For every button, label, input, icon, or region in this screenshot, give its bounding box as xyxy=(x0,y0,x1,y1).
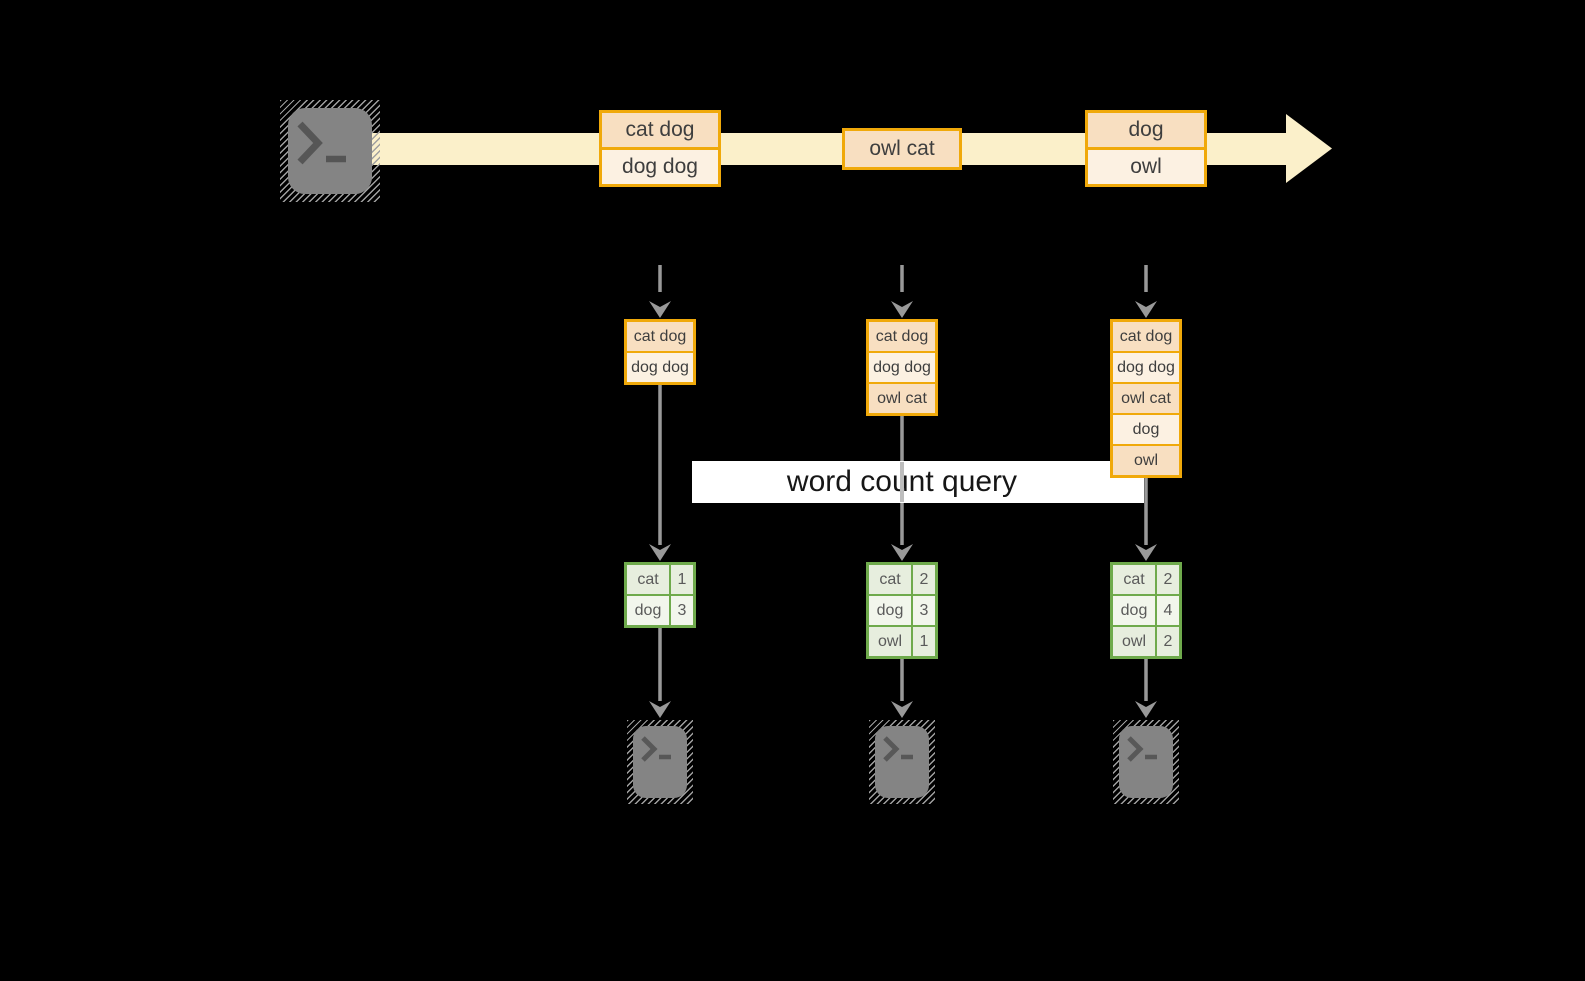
terminal-body xyxy=(633,726,687,798)
stream-record-1: cat dog dog dog xyxy=(599,110,721,187)
count-row: cat 2 xyxy=(1113,565,1179,594)
word-cell: owl xyxy=(1113,627,1157,656)
word-cell: cat xyxy=(1113,565,1157,594)
count-cell: 4 xyxy=(1157,596,1179,625)
dashed-arrowhead-2-icon xyxy=(891,301,913,318)
terminal-prompt-icon xyxy=(297,121,346,165)
record-cell: dog xyxy=(1088,113,1204,147)
count-cell: 2 xyxy=(1157,565,1179,594)
word-cell: dog xyxy=(869,596,913,625)
buffer-cell: owl cat xyxy=(1113,382,1179,413)
query-arrowhead-2-icon xyxy=(891,544,913,561)
count-table-1: cat 1 dog 3 xyxy=(624,562,696,628)
record-cell: cat dog xyxy=(602,113,718,147)
buffer-box-3: cat dog dog dog owl cat dog owl xyxy=(1110,319,1182,478)
buffer-box-2: cat dog dog dog owl cat xyxy=(866,319,938,416)
count-cell: 3 xyxy=(913,596,935,625)
terminal-prompt-icon xyxy=(1127,736,1157,762)
source-terminal-icon xyxy=(280,100,380,202)
buffer-cell: dog dog xyxy=(869,351,935,382)
terminal-prompt-icon xyxy=(641,736,671,762)
stream-record-3: dog owl xyxy=(1085,110,1207,187)
buffer-cell: dog dog xyxy=(627,351,693,382)
word-cell: dog xyxy=(1113,596,1157,625)
buffer-cell: cat dog xyxy=(627,322,693,351)
sink-terminal-3-icon xyxy=(1113,720,1179,804)
word-cell: cat xyxy=(627,565,671,594)
count-row: owl 1 xyxy=(869,625,935,656)
buffer-cell: dog xyxy=(1113,413,1179,444)
buffer-cell: cat dog xyxy=(1113,322,1179,351)
count-row: cat 1 xyxy=(627,565,693,594)
word-cell: owl xyxy=(869,627,913,656)
terminal-body xyxy=(1119,726,1173,798)
terminal-body xyxy=(875,726,929,798)
dashed-arrowhead-1-icon xyxy=(649,301,671,318)
buffer-box-1: cat dog dog dog xyxy=(624,319,696,385)
word-cell: cat xyxy=(869,565,913,594)
buffer-cell: dog dog xyxy=(1113,351,1179,382)
sink-arrowhead-3-icon xyxy=(1135,701,1157,718)
query-arrow-through-label xyxy=(900,462,904,502)
stream-record-2: owl cat xyxy=(842,128,962,170)
stream-arrowhead-icon xyxy=(1286,114,1332,183)
query-arrowhead-3-icon xyxy=(1135,544,1157,561)
sink-arrowhead-1-icon xyxy=(649,701,671,718)
word-count-query-label: word count query xyxy=(692,461,1144,503)
count-row: dog 3 xyxy=(627,594,693,625)
count-table-3: cat 2 dog 4 owl 2 xyxy=(1110,562,1182,659)
buffer-cell: cat dog xyxy=(869,322,935,351)
sink-terminal-2-icon xyxy=(869,720,935,804)
count-cell: 1 xyxy=(913,627,935,656)
record-cell: dog dog xyxy=(602,147,718,184)
buffer-cell: owl xyxy=(1113,444,1179,475)
query-arrowhead-1-icon xyxy=(649,544,671,561)
sink-arrowhead-2-icon xyxy=(891,701,913,718)
terminal-prompt-icon xyxy=(883,736,913,762)
count-row: dog 3 xyxy=(869,594,935,625)
count-cell: 2 xyxy=(913,565,935,594)
count-cell: 1 xyxy=(671,565,693,594)
count-row: owl 2 xyxy=(1113,625,1179,656)
count-row: dog 4 xyxy=(1113,594,1179,625)
count-table-2: cat 2 dog 3 owl 1 xyxy=(866,562,938,659)
word-cell: dog xyxy=(627,596,671,625)
count-cell: 3 xyxy=(671,596,693,625)
record-cell: owl xyxy=(1088,147,1204,184)
buffer-cell: owl cat xyxy=(869,382,935,413)
record-cell: owl cat xyxy=(845,131,959,167)
count-cell: 2 xyxy=(1157,627,1179,656)
count-row: cat 2 xyxy=(869,565,935,594)
sink-terminal-1-icon xyxy=(627,720,693,804)
dashed-arrowhead-3-icon xyxy=(1135,301,1157,318)
